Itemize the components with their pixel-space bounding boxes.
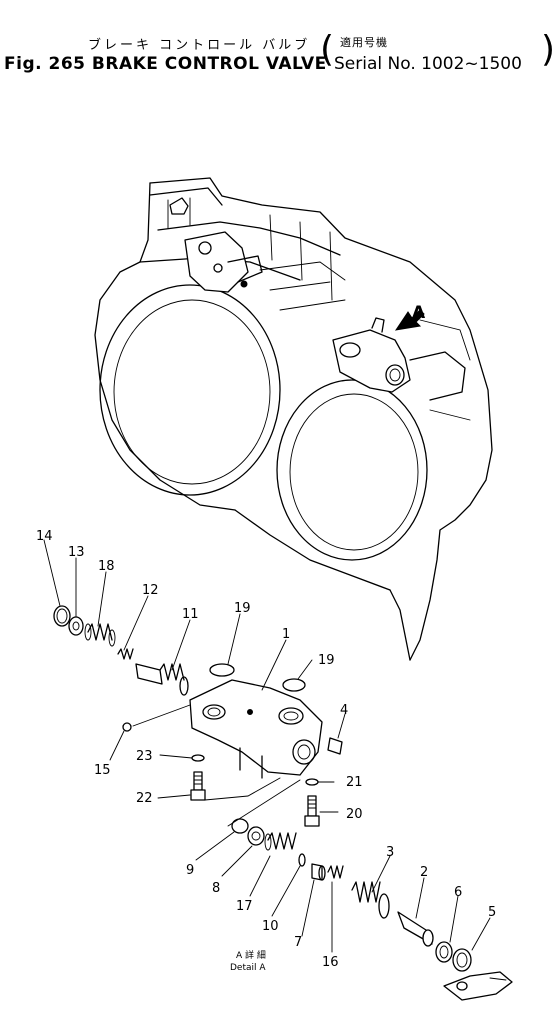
oring-9	[231, 818, 249, 834]
transmission-housing	[94, 177, 493, 661]
callout-5: 5	[488, 905, 496, 920]
assembly-guide-lines	[132, 704, 301, 827]
serial-paren-open: (	[320, 29, 335, 70]
callout-9: 9	[186, 863, 194, 878]
title-japanese: ブレーキ コントロール バルブ	[88, 38, 311, 53]
title-english: Fig. 265 BRAKE CONTROL VALVE	[4, 54, 327, 74]
serial-english: Serial No. 1002~1500	[334, 54, 522, 74]
callout-19b: 19	[318, 653, 335, 668]
spring-12	[117, 648, 134, 660]
piston-3	[351, 881, 390, 919]
callout-23: 23	[136, 749, 153, 764]
view-arrow-a: A	[394, 303, 426, 331]
washer-13	[68, 616, 84, 636]
callout-6: 6	[454, 885, 462, 900]
washer-21	[305, 778, 319, 786]
title-block: ブレーキ コントロール バルブ 適用号機 ( Fig. 265 BRAKE CO…	[0, 0, 552, 80]
lever-bracket	[443, 971, 513, 1001]
callout-labels: 14 13 18 12 11 19 1 19 4 15 23 22 21 20 …	[36, 529, 496, 970]
washer-8	[247, 826, 265, 846]
oring-5	[452, 948, 472, 972]
oring-6	[435, 941, 453, 963]
ring-10	[298, 853, 306, 867]
oring-19b	[282, 678, 306, 692]
seat-7	[311, 863, 326, 881]
serial-japanese: 適用号機	[340, 36, 388, 49]
bolt-22	[190, 771, 206, 801]
callout-12: 12	[142, 583, 159, 598]
detail-label-english: Detail A	[230, 963, 266, 973]
valve-body-1	[189, 679, 323, 779]
callout-15: 15	[94, 763, 111, 778]
spool-11	[135, 663, 189, 696]
callout-17: 17	[236, 899, 253, 914]
callout-16: 16	[322, 955, 339, 970]
oring-14	[53, 605, 71, 627]
oring-19a	[209, 663, 235, 677]
plug-15	[122, 722, 132, 732]
spring-18	[84, 623, 116, 647]
serial-paren-close: )	[541, 30, 552, 70]
detail-a-label: A 詳 細 Detail A	[230, 949, 266, 973]
leader-lines	[43, 539, 491, 953]
callout-13: 13	[68, 545, 85, 560]
washer-23	[191, 754, 205, 762]
callout-21: 21	[346, 775, 363, 790]
spring-17	[264, 832, 297, 851]
spring-16	[327, 865, 344, 879]
callout-4: 4	[340, 703, 348, 718]
callout-18: 18	[98, 559, 115, 574]
callout-3: 3	[386, 845, 394, 860]
plunger-2	[397, 911, 434, 947]
callout-20: 20	[346, 807, 363, 822]
callout-2: 2	[420, 865, 428, 880]
callout-10: 10	[262, 919, 279, 934]
callout-14: 14	[36, 529, 53, 544]
plug-4	[327, 737, 343, 755]
callout-22: 22	[136, 791, 153, 806]
callout-1: 1	[282, 627, 290, 642]
callout-11: 11	[182, 607, 199, 622]
callout-7: 7	[294, 935, 302, 950]
view-letter-a: A	[412, 303, 426, 323]
callout-19a: 19	[234, 601, 251, 616]
bolt-20	[304, 795, 320, 827]
detail-label-japanese: A 詳 細	[236, 949, 266, 961]
callout-8: 8	[212, 881, 220, 896]
